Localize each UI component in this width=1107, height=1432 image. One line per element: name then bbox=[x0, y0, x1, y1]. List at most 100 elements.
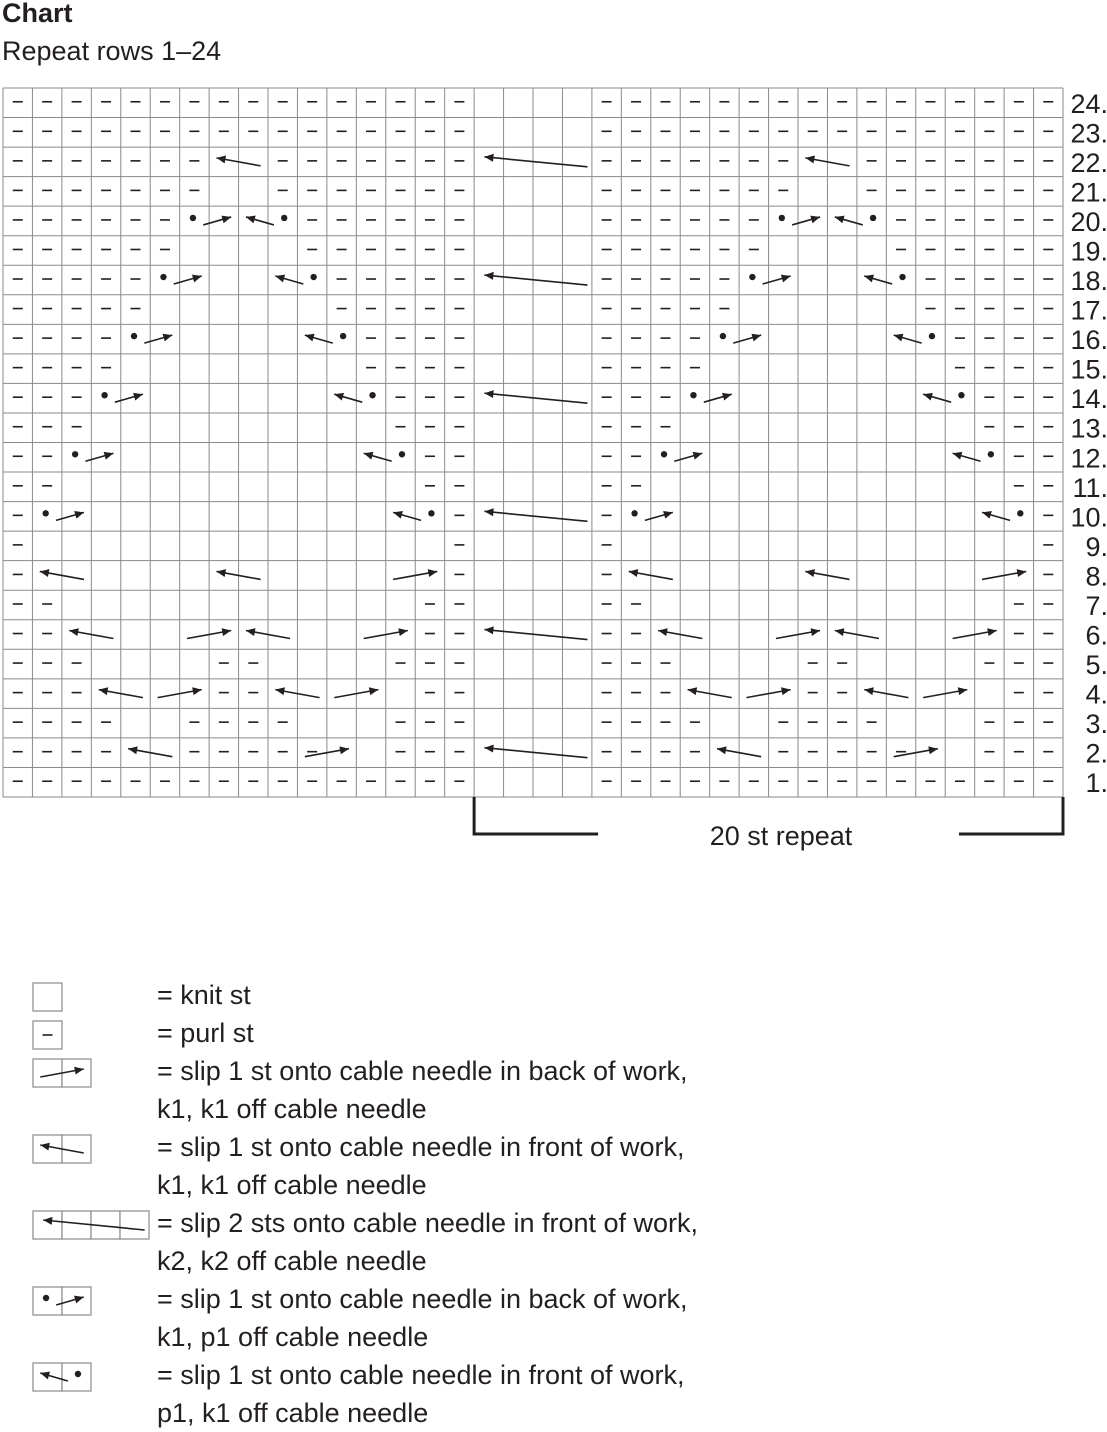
arrow-head bbox=[393, 510, 403, 519]
purl-dot bbox=[398, 451, 406, 458]
arrow-head bbox=[43, 1216, 53, 1225]
legend-text: = slip 1 st onto cable needle in front o… bbox=[157, 1132, 685, 1162]
legend-cable bbox=[43, 1216, 145, 1231]
arrow-head bbox=[952, 451, 963, 460]
arrow-head bbox=[103, 451, 114, 460]
left-arrow bbox=[805, 155, 850, 167]
cable-right-cross bbox=[746, 687, 791, 699]
legend-cell bbox=[61, 1134, 92, 1164]
purl-dot bbox=[339, 332, 347, 340]
arrow-shaft bbox=[484, 510, 588, 523]
row-label: 2. bbox=[1085, 739, 1107, 769]
right-arrow bbox=[674, 451, 703, 463]
left-arrow bbox=[40, 1142, 84, 1154]
legend-text: = slip 1 st onto cable needle in front o… bbox=[157, 1360, 685, 1390]
purl-dot bbox=[928, 332, 936, 340]
cable-left-cross bbox=[687, 687, 732, 699]
right-arrow bbox=[114, 392, 144, 403]
row-label: 3. bbox=[1085, 709, 1107, 739]
long-left-arrow bbox=[484, 744, 588, 759]
arrow-head bbox=[628, 569, 639, 577]
arrow-head bbox=[484, 626, 494, 635]
legend-symbol-purl-right-cross bbox=[32, 1286, 92, 1316]
purl-dot bbox=[958, 391, 965, 399]
cable-left-cross bbox=[628, 569, 674, 581]
long-left-arrow bbox=[43, 1216, 145, 1231]
arrow-head bbox=[810, 628, 821, 637]
legend-symbol-four-st-cross bbox=[32, 1210, 150, 1240]
legend-text: k1, k1 off cable needle bbox=[157, 1094, 427, 1124]
arrow-head bbox=[484, 390, 494, 399]
row-label: 21. bbox=[1070, 177, 1107, 207]
arrow-head bbox=[133, 392, 143, 401]
purl-dot bbox=[42, 1294, 50, 1302]
cable-right-cross bbox=[981, 569, 1027, 581]
legend-cell bbox=[61, 1362, 92, 1392]
cable-four-st-cross bbox=[484, 390, 588, 404]
cable-purl-right-cross bbox=[160, 273, 202, 285]
arrow-head bbox=[74, 510, 84, 519]
arrow-head bbox=[484, 744, 494, 753]
arrow-head bbox=[834, 215, 845, 224]
legend-text: k1, k1 off cable needle bbox=[157, 1170, 427, 1200]
cable-right-cross bbox=[922, 687, 968, 699]
right-arrow bbox=[733, 333, 762, 344]
cable-left-cross bbox=[805, 569, 850, 581]
cable-purl-left-cross bbox=[922, 391, 965, 403]
arrow-head bbox=[484, 271, 494, 280]
legend-cable bbox=[42, 1294, 84, 1306]
cable-purl-left-cross bbox=[981, 510, 1024, 522]
arrow-head bbox=[987, 628, 997, 637]
arrow-head bbox=[216, 569, 227, 577]
row-label: 9. bbox=[1085, 532, 1107, 562]
legend-cell bbox=[32, 1058, 63, 1088]
row-label: 18. bbox=[1070, 266, 1107, 296]
left-arrow bbox=[245, 215, 275, 226]
right-arrow bbox=[173, 274, 202, 285]
long-left-arrow bbox=[484, 153, 588, 168]
legend-cable bbox=[40, 1370, 82, 1382]
row-label: 8. bbox=[1085, 561, 1107, 591]
arrow-head bbox=[245, 628, 256, 637]
arrow-head bbox=[658, 628, 668, 637]
cable-right-cross bbox=[186, 628, 232, 640]
arrow-head bbox=[304, 333, 315, 342]
right-arrow bbox=[922, 687, 968, 699]
row-label: 6. bbox=[1085, 621, 1107, 651]
repeat-bracket-right bbox=[959, 797, 1065, 836]
legend-cell bbox=[32, 1210, 63, 1240]
right-arrow bbox=[203, 215, 232, 226]
right-arrow bbox=[746, 687, 791, 699]
left-arrow bbox=[98, 687, 144, 699]
purl-dot bbox=[778, 214, 786, 222]
left-arrow bbox=[952, 451, 981, 463]
right-arrow bbox=[791, 215, 821, 226]
cable-purl-left-cross bbox=[363, 451, 406, 463]
cable-purl-left-cross bbox=[834, 214, 877, 226]
arrow-head bbox=[128, 746, 138, 755]
left-arrow bbox=[216, 569, 261, 581]
chart-subtitle: Repeat rows 1–24 bbox=[2, 36, 222, 66]
right-arrow bbox=[40, 1066, 84, 1078]
arrow-head bbox=[73, 1295, 84, 1304]
left-arrow bbox=[834, 628, 880, 640]
arrow-head bbox=[893, 333, 904, 342]
left-arrow bbox=[834, 215, 863, 226]
cable-left-cross bbox=[127, 746, 173, 758]
arrow-head bbox=[810, 215, 821, 224]
arrow-head bbox=[39, 569, 50, 577]
arrow-shaft bbox=[484, 274, 588, 286]
purl-dot bbox=[42, 510, 49, 517]
cable-right-cross bbox=[334, 687, 379, 699]
arrow-head bbox=[864, 687, 874, 696]
purl-dot bbox=[310, 273, 317, 281]
long-left-arrow bbox=[484, 508, 588, 523]
arrow-head bbox=[692, 451, 703, 460]
row-label: 14. bbox=[1070, 384, 1107, 414]
left-arrow bbox=[40, 1371, 69, 1382]
cable-purl-right-cross bbox=[631, 510, 674, 522]
long-left-arrow bbox=[484, 626, 588, 641]
right-arrow bbox=[644, 510, 674, 522]
chart-grid bbox=[2, 87, 1064, 798]
